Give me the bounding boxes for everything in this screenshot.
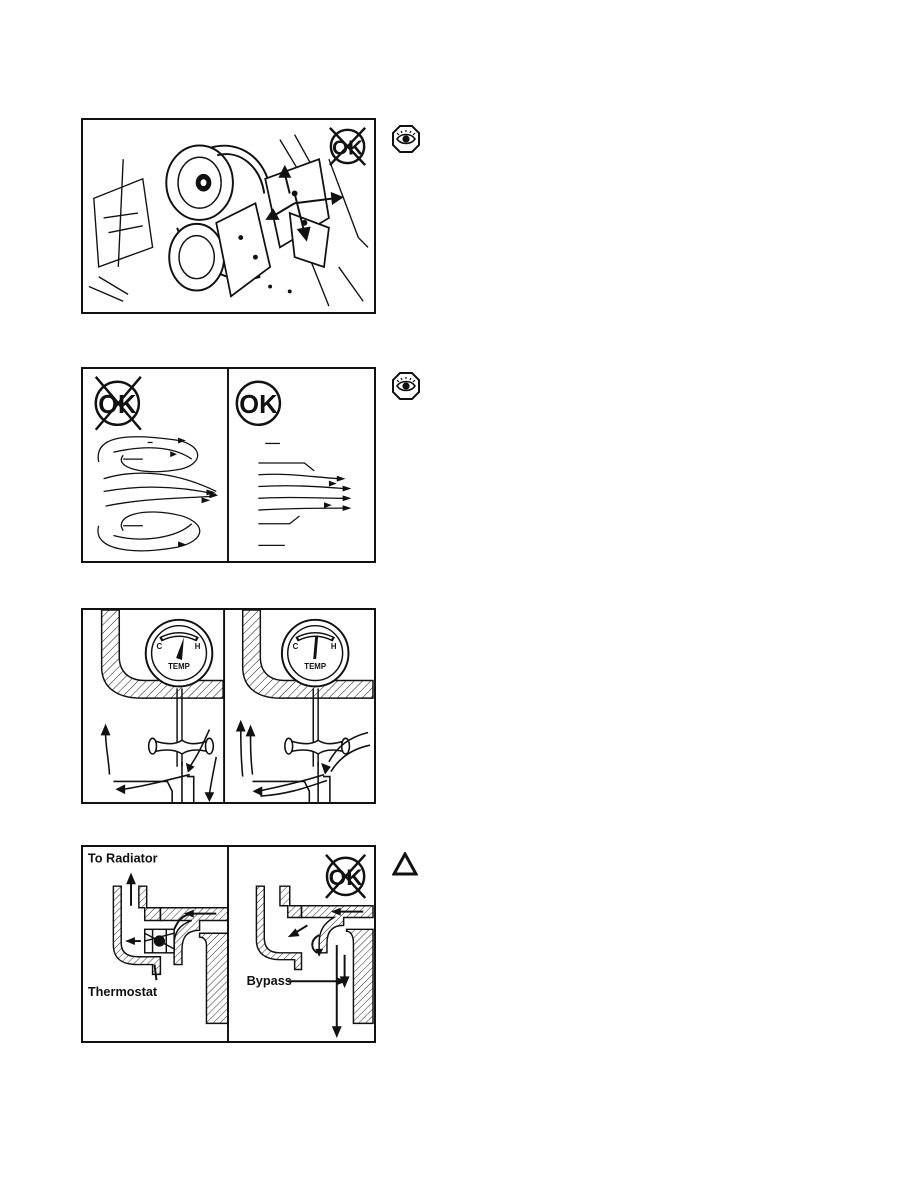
figure-airflow: OK OK — [81, 367, 376, 563]
smooth-flow — [258, 442, 344, 546]
thermostat-valve — [143, 928, 175, 954]
temperature-gauge-drawing: C H TEMP — [100, 610, 374, 802]
temperature-gauge-right: C H TEMP — [280, 618, 350, 767]
gauge-caption: TEMP — [304, 662, 326, 671]
gauge-caption: TEMP — [168, 662, 190, 671]
figure-belt-tension: OK — [81, 118, 376, 314]
warning-triangle-icon — [392, 852, 418, 876]
crank-pulley — [168, 222, 226, 292]
to-radiator-label: To Radiator — [88, 851, 158, 866]
badge-label-right: OK — [239, 391, 278, 419]
bypass-label: Bypass — [247, 973, 292, 988]
airflow-drawing: OK OK — [94, 369, 352, 561]
eye-icon — [392, 125, 420, 153]
gauge-cold-label: C — [293, 642, 299, 651]
belt-pulley-drawing: OK — [88, 126, 369, 307]
not-ok-badge-left: OK — [94, 376, 142, 431]
not-ok-badge: OK — [325, 854, 367, 899]
figure-thermostat-bypass: To Radiator Thermostat — [81, 845, 376, 1043]
thermostat-drawing: To Radiator Thermostat — [88, 847, 374, 1041]
not-ok-badge: OK — [328, 126, 367, 166]
temperature-gauge-left: C H TEMP — [144, 618, 214, 767]
ok-badge-right: OK — [235, 380, 282, 427]
gauge-cold-label: C — [157, 642, 163, 651]
thermostat-label: Thermostat — [88, 984, 158, 999]
figure-temperature-gauges: C H TEMP — [81, 608, 376, 804]
eye-icon — [392, 372, 420, 400]
gauge-hot-label: H — [331, 642, 337, 651]
alternator-pulley — [165, 144, 234, 221]
recirculating-flow — [97, 436, 217, 552]
gauge-hot-label: H — [195, 642, 201, 651]
